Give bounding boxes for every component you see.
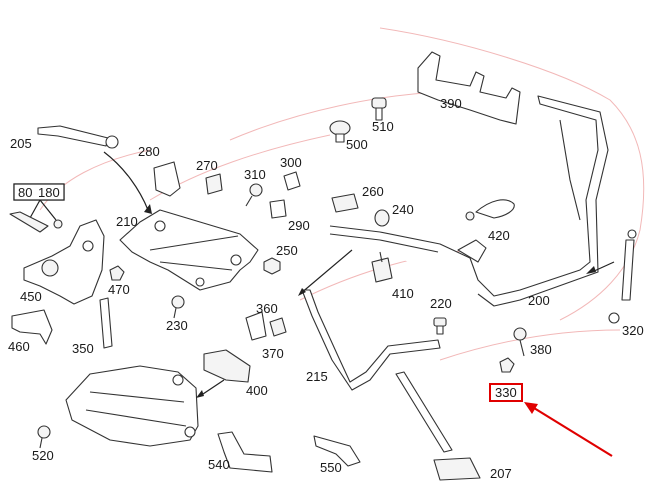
part-240[interactable] xyxy=(374,209,390,227)
label-290[interactable]: 290 xyxy=(288,218,310,233)
label-380[interactable]: 380 xyxy=(530,342,552,357)
label-450[interactable]: 450 xyxy=(20,289,42,304)
part-207[interactable] xyxy=(395,371,481,481)
part-450[interactable] xyxy=(23,219,105,305)
label-180[interactable]: 180 xyxy=(38,185,60,200)
label-230[interactable]: 230 xyxy=(166,318,188,333)
leader-lines xyxy=(103,151,615,398)
part-350[interactable] xyxy=(99,297,113,349)
part-200[interactable] xyxy=(329,95,609,307)
part-520[interactable] xyxy=(37,425,51,449)
label-210[interactable]: 210 xyxy=(116,214,138,229)
label-205[interactable]: 205 xyxy=(10,136,32,151)
label-470[interactable]: 470 xyxy=(108,282,130,297)
part-500[interactable] xyxy=(329,120,351,143)
part-460[interactable] xyxy=(11,309,53,345)
part-320[interactable] xyxy=(608,229,637,324)
part-260[interactable] xyxy=(331,193,359,213)
part-205[interactable] xyxy=(37,125,119,149)
part-420[interactable] xyxy=(465,199,515,221)
label-330-highlight-box xyxy=(489,383,523,402)
label-370[interactable]: 370 xyxy=(262,346,284,361)
label-330[interactable]: 330 xyxy=(495,385,517,400)
label-400[interactable]: 400 xyxy=(246,383,268,398)
vehicle-outline xyxy=(39,27,645,361)
part-labels: 390 510 500 205 280 270 310 300 260 240 … xyxy=(8,96,644,481)
part-400[interactable] xyxy=(203,349,251,383)
label-520[interactable]: 520 xyxy=(32,448,54,463)
part-310[interactable] xyxy=(245,183,263,207)
part-230[interactable] xyxy=(171,295,185,319)
label-510[interactable]: 510 xyxy=(372,119,394,134)
label-320[interactable]: 320 xyxy=(622,323,644,338)
part-510[interactable] xyxy=(371,97,387,121)
label-390[interactable]: 390 xyxy=(440,96,462,111)
part-290[interactable] xyxy=(269,199,287,219)
part-280[interactable] xyxy=(153,161,181,197)
label-220[interactable]: 220 xyxy=(430,296,452,311)
hinge-plate xyxy=(65,365,199,447)
part-370[interactable] xyxy=(269,317,287,337)
label-350[interactable]: 350 xyxy=(72,341,94,356)
label-540[interactable]: 540 xyxy=(208,457,230,472)
label-360[interactable]: 360 xyxy=(256,301,278,316)
part-300[interactable] xyxy=(283,171,301,191)
label-80[interactable]: 80 xyxy=(18,185,32,200)
part-550[interactable] xyxy=(313,435,361,467)
label-500[interactable]: 500 xyxy=(346,137,368,152)
part-410[interactable] xyxy=(371,251,393,283)
part-210[interactable] xyxy=(119,209,259,291)
label-260[interactable]: 260 xyxy=(362,184,384,199)
label-200[interactable]: 200 xyxy=(528,293,550,308)
label-215[interactable]: 215 xyxy=(306,369,328,384)
part-215[interactable] xyxy=(301,289,441,391)
part-330[interactable] xyxy=(499,357,515,373)
label-250[interactable]: 250 xyxy=(276,243,298,258)
part-250[interactable] xyxy=(263,257,281,275)
label-550[interactable]: 550 xyxy=(320,460,342,475)
part-380[interactable] xyxy=(513,327,527,357)
label-420[interactable]: 420 xyxy=(488,228,510,243)
label-310[interactable]: 310 xyxy=(244,167,266,182)
highlight-arrow xyxy=(524,402,613,457)
part-540[interactable] xyxy=(217,431,273,473)
label-270[interactable]: 270 xyxy=(196,158,218,173)
label-207[interactable]: 207 xyxy=(490,466,512,481)
label-460[interactable]: 460 xyxy=(8,339,30,354)
label-280[interactable]: 280 xyxy=(138,144,160,159)
label-410[interactable]: 410 xyxy=(392,286,414,301)
label-240[interactable]: 240 xyxy=(392,202,414,217)
label-80-180-box xyxy=(13,183,65,201)
part-390[interactable] xyxy=(417,51,521,125)
label-300[interactable]: 300 xyxy=(280,155,302,170)
part-220[interactable] xyxy=(433,317,447,335)
part-360[interactable] xyxy=(245,311,267,341)
part-470[interactable] xyxy=(109,265,125,281)
part-270[interactable] xyxy=(205,173,223,195)
